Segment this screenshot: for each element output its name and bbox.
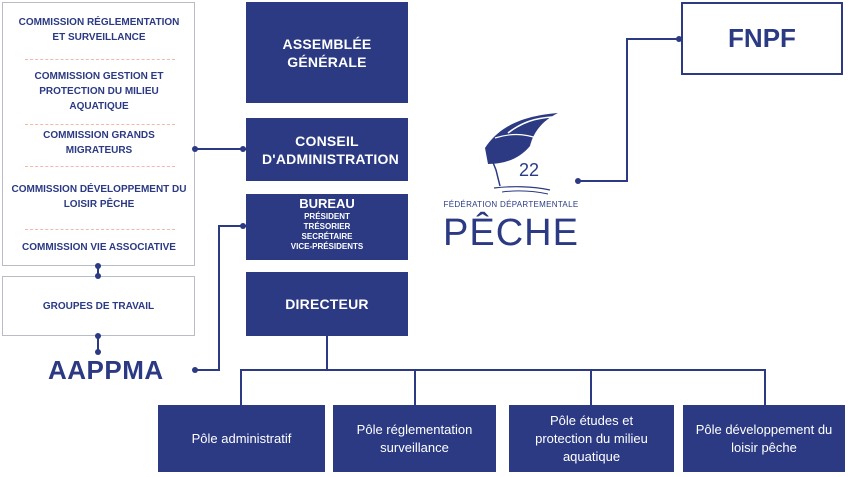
bureau-member: VICE-PRÉSIDENTS <box>290 242 364 251</box>
connector-dot <box>192 146 198 152</box>
pole-etudes-label: Pôle études et protection du milieu aqua… <box>535 412 648 464</box>
pole-reglementation-box: Pôle réglementation surveillance <box>333 405 496 472</box>
commission-developpement: COMMISSION DÉVELOPPEMENT DU LOISIR PÊCHE <box>11 184 187 210</box>
peche-logo-icon <box>485 113 558 195</box>
pole-reglementation-label: Pôle réglementation surveillance <box>356 421 473 455</box>
connector-line <box>326 336 328 370</box>
pole-developpement-label: Pôle développement du loisir pêche <box>695 421 833 455</box>
commissions-box: COMMISSION RÉGLEMENTATION ET SURVEILLANC… <box>2 2 195 266</box>
assemblee-generale-label: ASSEMBLÉE GÉNÉRALE <box>282 35 372 70</box>
divider <box>25 229 175 230</box>
commission-reglementation: COMMISSION RÉGLEMENTATION ET SURVEILLANC… <box>18 17 180 43</box>
bureau-box: BUREAU PRÉSIDENT TRÉSORIER SECRÉTAIRE VI… <box>246 194 408 260</box>
connector-dot <box>192 367 198 373</box>
connector-line <box>240 369 242 405</box>
connector-line <box>97 266 99 276</box>
connector-dot <box>95 349 101 355</box>
bureau-member: SECRÉTAIRE <box>301 232 353 241</box>
commission-vie-associative: COMMISSION VIE ASSOCIATIVE <box>22 241 176 253</box>
pole-etudes-box: Pôle études et protection du milieu aqua… <box>509 405 674 472</box>
connector-dot <box>95 333 101 339</box>
connector-dot <box>240 146 246 152</box>
connector-line <box>590 369 592 405</box>
assemblee-generale-box: ASSEMBLÉE GÉNÉRALE <box>246 2 408 103</box>
commission-migrateurs: COMMISSION GRANDS MIGRATEURS <box>43 130 155 156</box>
logo-number: 22 <box>519 160 540 180</box>
groupes-de-travail-box: GROUPES DE TRAVAIL <box>2 276 195 336</box>
divider <box>25 124 175 125</box>
pole-administratif-label: Pôle administratif <box>191 430 292 446</box>
conseil-administration-label: CONSEIL D'ADMINISTRATION <box>262 132 399 167</box>
connector-dot <box>676 36 682 42</box>
bureau-member: PRÉSIDENT <box>304 212 350 221</box>
bureau-member: TRÉSORIER <box>303 222 351 231</box>
connector-dot <box>575 178 581 184</box>
aappma-label: AAPPMA <box>48 355 164 385</box>
connector-line <box>195 148 246 150</box>
connector-dot <box>95 263 101 269</box>
connector-line <box>626 38 628 182</box>
connector-line <box>626 38 681 40</box>
pole-administratif-box: Pôle administratif <box>158 405 325 472</box>
divider <box>25 166 175 167</box>
connector-line <box>240 369 766 371</box>
bureau-title: BUREAU <box>299 196 355 211</box>
logo-title: PÊCHE <box>443 212 579 254</box>
logo-subtitle: FÉDÉRATION DÉPARTEMENTALE <box>443 200 579 209</box>
conseil-administration-box: CONSEIL D'ADMINISTRATION <box>246 118 408 181</box>
connector-line <box>414 369 416 405</box>
pole-developpement-box: Pôle développement du loisir pêche <box>683 405 845 472</box>
connector-line <box>764 369 766 405</box>
divider <box>25 59 175 60</box>
connector-line <box>195 369 220 371</box>
connector-line <box>218 225 246 227</box>
commission-gestion: COMMISSION GESTION ET PROTECTION DU MILI… <box>34 70 164 112</box>
directeur-box: DIRECTEUR <box>246 272 408 336</box>
connector-dot <box>240 223 246 229</box>
connector-line <box>578 180 628 182</box>
connector-line <box>218 225 220 371</box>
connector-dot <box>95 273 101 279</box>
fnpf-box: FNPF <box>681 2 843 75</box>
connector-line <box>97 336 99 354</box>
